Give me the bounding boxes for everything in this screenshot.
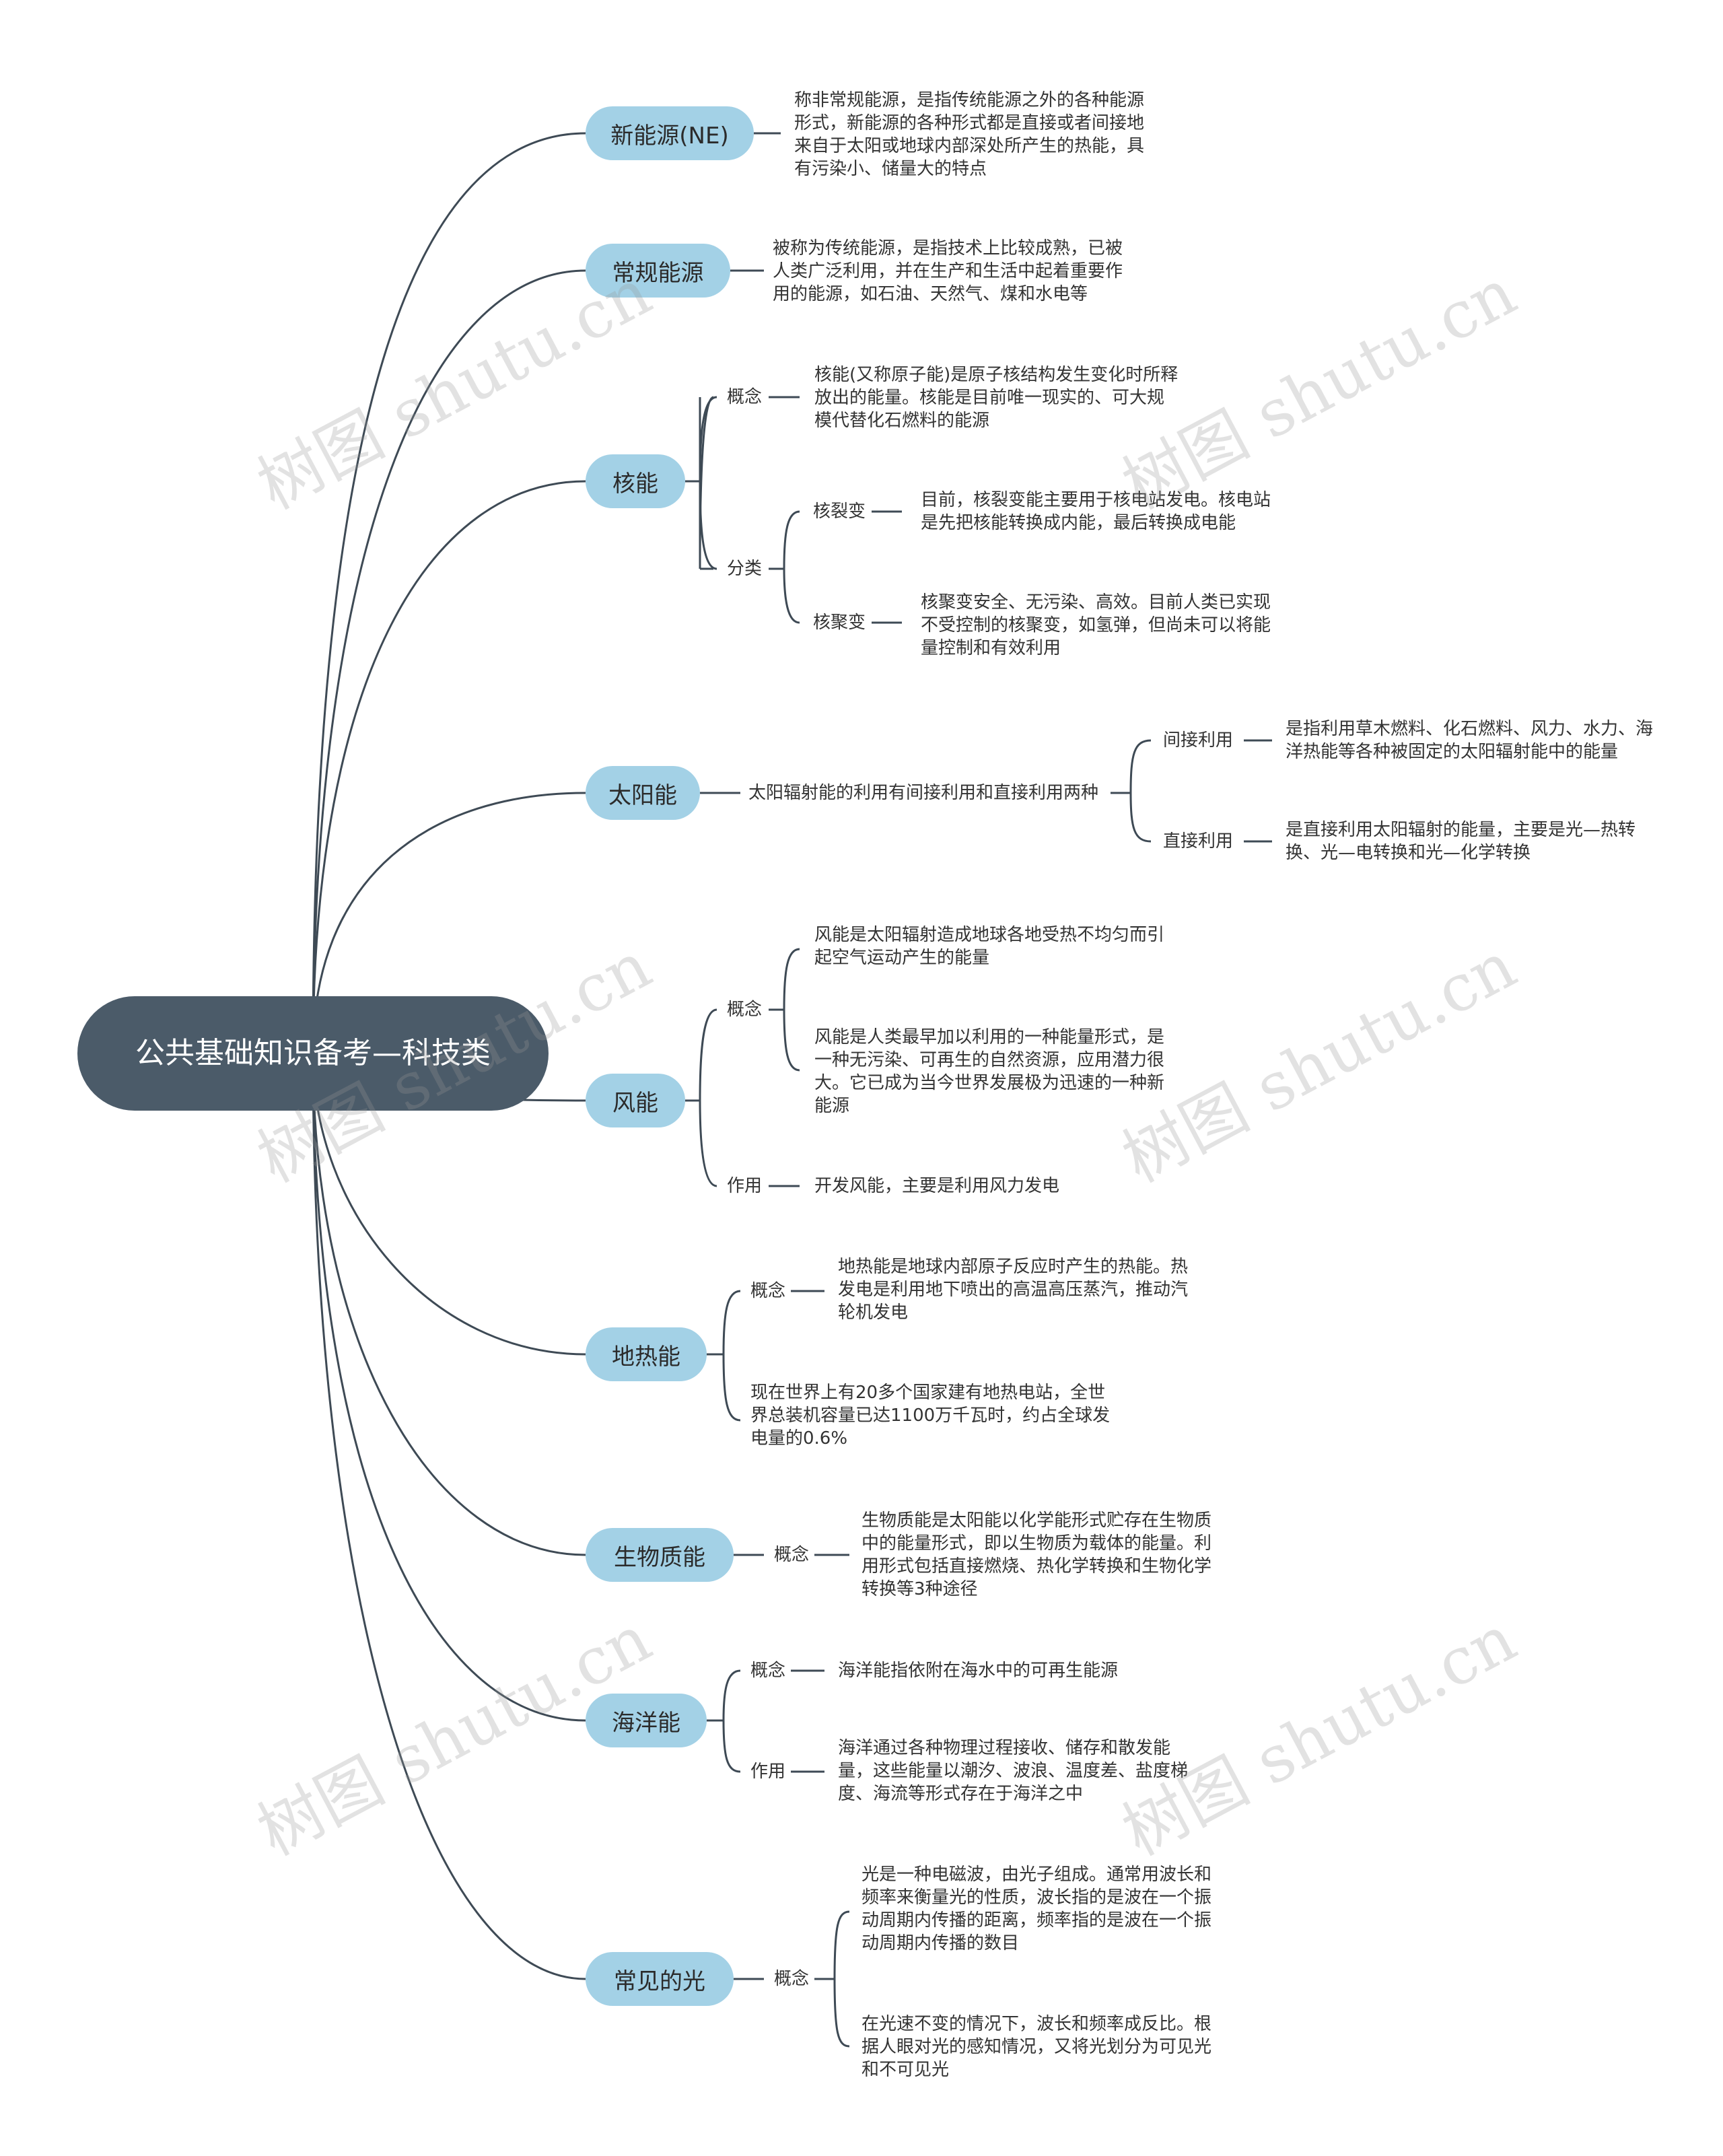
branch-title: 新能源(NE) <box>610 122 729 149</box>
branch-title: 海洋能 <box>612 1709 680 1737</box>
heneng-fusion-text: 核聚变安全、无污染、高效。目前人类已实现不受控制的核聚变，如氢弹，但尚未可以将能… <box>921 592 1271 658</box>
guang-concept-text1: 光是一种电磁波，由光子组成。通常用波长和频率来衡量光的性质，波长指的是波在一个振… <box>862 1865 1212 1953</box>
branch-changgui[interactable]: 常规能源 <box>586 244 730 298</box>
branch-dire[interactable]: 地热能 <box>586 1327 707 1381</box>
dire-text2: 现在世界上有20多个国家建有地热电站，全世界总装机容量已达1100万千瓦时，约占… <box>750 1383 1111 1449</box>
link-dire <box>312 1053 586 1356</box>
branch-taiyang[interactable]: 太阳能 <box>586 766 700 820</box>
link-changgui <box>312 269 586 1054</box>
taiyang-direct-label[interactable]: 直接利用 <box>1163 831 1234 851</box>
fengneng-use-label[interactable]: 作用 <box>727 1176 763 1196</box>
link-shengwu <box>312 1053 586 1556</box>
link-taiyang <box>312 792 586 1054</box>
branch-shengwu[interactable]: 生物质能 <box>586 1528 734 1582</box>
link-guang <box>312 1053 586 1980</box>
root-title: 公共基础知识备考—科技类 <box>135 1036 491 1070</box>
guang-concept-text2: 在光速不变的情况下，波长和频率成反比。根据人眼对光的感知情况，又将光划分为可见光… <box>862 2014 1212 2080</box>
haiyang-use-label[interactable]: 作用 <box>750 1762 786 1782</box>
branch-title: 地热能 <box>612 1343 680 1370</box>
fengneng-concept-text1: 风能是太阳辐射造成地球各地受热不均匀而引起空气运动产生的能量 <box>814 925 1165 968</box>
fengneng-concept-text2: 风能是人类最早加以利用的一种能量形式，是一种无污染、可再生的自然资源，应用潜力很… <box>814 1027 1165 1116</box>
link-heneng <box>312 480 586 1054</box>
branch-title: 太阳能 <box>608 781 677 809</box>
branch-title: 生物质能 <box>614 1543 705 1571</box>
xinnengyuan-text: 称非常规能源，是指传统能源之外的各种能源形式，新能源的各种形式都是直接或者间接地… <box>794 90 1145 179</box>
heneng-concept-text: 核能(又称原子能)是原子核结构发生变化时所释放出的能量。核能是目前唯一现实的、可… <box>814 365 1179 431</box>
heneng-fission-text: 目前，核裂变能主要用于核电站发电。核电站是先把核能转换成内能，最后转换成电能 <box>921 490 1271 533</box>
taiyang-direct-text: 是直接利用太阳辐射的能量，主要是光—热转换、光—电转换和光—化学转换 <box>1286 820 1636 863</box>
taiyang-indirect-text: 是指利用草木燃料、化石燃料、风力、水力、海洋热能等各种被固定的太阳辐射能中的能量 <box>1286 719 1654 762</box>
branch-haiyang[interactable]: 海洋能 <box>586 1694 707 1747</box>
branch-heneng[interactable]: 核能 <box>586 454 685 508</box>
haiyang-use-text: 海洋通过各种物理过程接收、储存和散发能量，这些能量以潮汐、波浪、温度差、盐度梯度… <box>838 1738 1189 1804</box>
taiyang-indirect-label[interactable]: 间接利用 <box>1163 730 1234 751</box>
taiyang-text: 太阳辐射能的利用有间接利用和直接利用两种 <box>748 783 1099 803</box>
branch-guang[interactable]: 常见的光 <box>586 1952 734 2006</box>
dire-concept-label[interactable]: 概念 <box>750 1281 786 1301</box>
branch-title: 常见的光 <box>614 1968 705 1995</box>
branch-fengneng[interactable]: 风能 <box>586 1074 685 1127</box>
shengwu-concept-text: 生物质能是太阳能以化学能形式贮存在生物质中的能量形式，即以生物质为载体的能量。利… <box>862 1510 1212 1599</box>
branch-title: 风能 <box>612 1089 658 1117</box>
heneng-concept-label[interactable]: 概念 <box>727 387 763 407</box>
fengneng-concept-label[interactable]: 概念 <box>727 1000 763 1020</box>
heneng-fission-label[interactable]: 核裂变 <box>813 501 866 522</box>
branch-title: 核能 <box>612 470 658 497</box>
root-node[interactable]: 公共基础知识备考—科技类 <box>77 996 549 1111</box>
heneng-fusion-label[interactable]: 核聚变 <box>813 613 866 633</box>
heneng-class-label[interactable]: 分类 <box>727 559 763 579</box>
link-xinnengyuan <box>312 132 586 1054</box>
link-haiyang <box>312 1053 586 1722</box>
shengwu-concept-label[interactable]: 概念 <box>774 1545 810 1565</box>
branch-xinnengyuan[interactable]: 新能源(NE) <box>586 106 754 160</box>
changgui-text: 被称为传统能源，是指技术上比较成熟，已被人类广泛利用，并在生产和生活中起着重要作… <box>773 238 1123 304</box>
guang-concept-label[interactable]: 概念 <box>774 1969 810 1989</box>
branch-title: 常规能源 <box>612 259 704 287</box>
fengneng-use-text: 开发风能，主要是利用风力发电 <box>814 1176 1060 1196</box>
dire-concept-text: 地热能是地球内部原子反应时产生的热能。热发电是利用地下喷出的高温高压蒸汽，推动汽… <box>838 1257 1189 1323</box>
haiyang-concept-label[interactable]: 概念 <box>750 1661 786 1681</box>
haiyang-concept-text: 海洋能指依附在海水中的可再生能源 <box>838 1661 1119 1681</box>
